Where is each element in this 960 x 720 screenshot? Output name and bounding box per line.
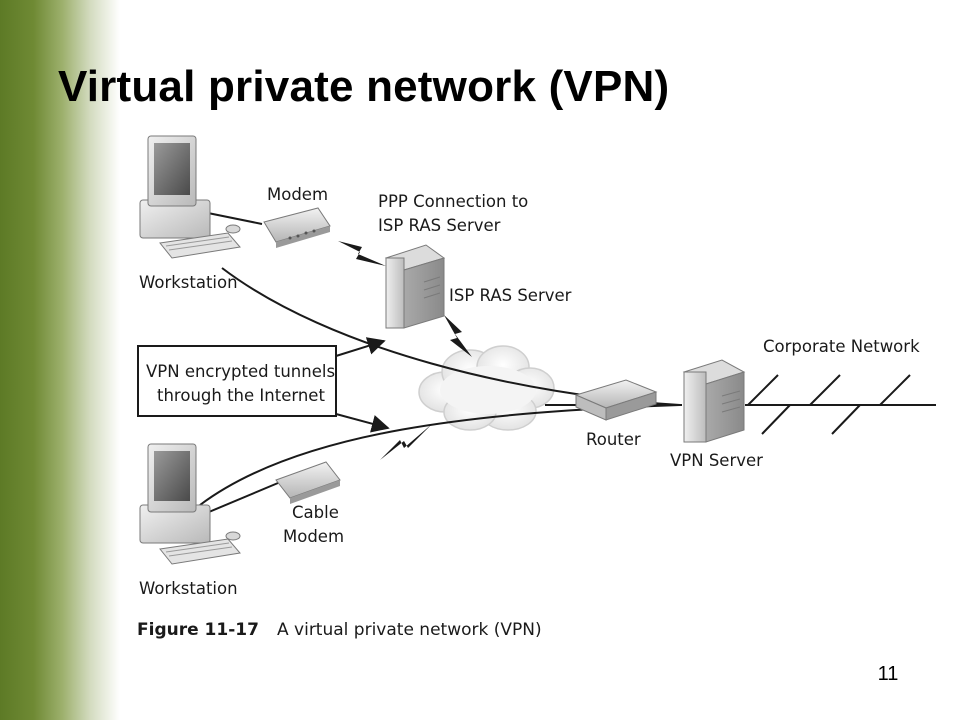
isp-ras-server-icon [384,244,446,329]
label-ppp-line1: PPP Connection to [378,192,528,211]
label-ppp-line2: ISP RAS Server [378,216,501,235]
internet-cloud-icon [418,345,555,431]
page-number: 11 [877,663,899,685]
router-icon [574,379,658,421]
workstation-bottom-icon [139,443,241,565]
figure-caption: A virtual private network (VPN) [277,620,542,640]
slide-title: Virtual private network (VPN) [58,62,670,111]
figure-number: Figure 11-17 [137,620,259,640]
vpn-server-icon [682,359,746,443]
tunnel-label-box [137,345,337,417]
label-modem: Modem [267,185,328,204]
tunnel-label-arrow-bottom [335,413,390,433]
workstation-top-icon [139,135,241,259]
label-workstation-top: Workstation [139,273,238,292]
label-cable-line1: Cable [292,503,339,522]
lightning-bolt-icon [338,241,472,460]
label-cable-line2: Modem [283,527,344,546]
label-isp-ras-server: ISP RAS Server [449,286,572,305]
label-router: Router [586,430,641,449]
side-gradient-band [0,0,120,720]
label-vpn-server: VPN Server [670,451,763,470]
cable-modem-icon [275,461,341,504]
tunnel-label-arrow-top [335,337,386,357]
tunnel-curve-bottom [199,404,681,506]
modem-icon [263,207,331,248]
label-tunnel-line1: VPN encrypted tunnels [146,362,335,381]
label-workstation-bottom: Workstation [139,579,238,598]
modem-to-workstation-top [202,211,263,225]
corporate-network-bus [745,374,936,435]
label-tunnel-line2: through the Internet [157,386,325,405]
label-corporate-network: Corporate Network [763,337,920,356]
